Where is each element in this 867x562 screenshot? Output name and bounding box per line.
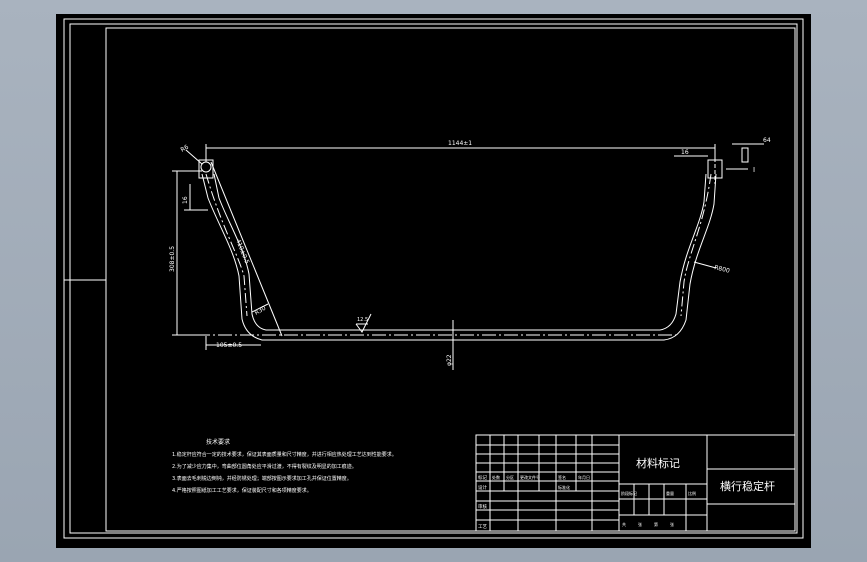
dim-end-offset: 16: [182, 196, 189, 204]
dim-lower-radius: R30: [254, 305, 268, 317]
inner-border: [69, 23, 798, 534]
bar-centerline-right: [680, 173, 712, 317]
title-block-part-name: 横行稳定杆: [720, 479, 775, 493]
dim-diagonal-line: [210, 161, 283, 337]
table-cell-sheet-no: 第: [654, 521, 658, 527]
table-cell-signature: 签名: [558, 474, 566, 480]
dim-pin-width: 64: [763, 137, 771, 144]
table-cell-zone: 分区: [506, 474, 514, 480]
right-end-block: [707, 159, 723, 179]
table-cell-scale: 比例: [688, 490, 696, 496]
title-block: [475, 434, 796, 532]
dim-bend-radius: R800: [714, 264, 731, 275]
table-cell-change-doc: 更改文件号: [520, 474, 540, 480]
dim-upper-radius: R6: [180, 144, 191, 154]
table-cell-sheets: 张: [638, 521, 642, 527]
dim-height: 308±0.5: [169, 246, 176, 272]
dim-lower-radius-leader: [251, 303, 269, 313]
left-end-eye: [200, 161, 212, 173]
title-block-material: 材料标记: [636, 456, 680, 470]
notes-heading: 技术要求: [206, 438, 230, 446]
table-row-process: 工艺: [478, 524, 487, 530]
dim-upper-radius-leader: [185, 149, 203, 165]
dim-rod-diameter: φ22: [446, 354, 453, 366]
table-cell-sheet: 张: [670, 521, 674, 527]
table-cell-total: 共: [622, 521, 626, 527]
table-cell-weight: 重量: [666, 490, 674, 496]
surface-finish-value: 12.5: [357, 317, 368, 323]
outer-border: [63, 18, 804, 539]
table-cell-stage: 阶段标记: [621, 490, 637, 496]
surface-finish-symbol: [355, 313, 372, 333]
note-line-3: 3.表面去毛刺锐边倒钝，并经防锈处理；端部按图示要求加工孔并保证位置精度。: [172, 475, 352, 482]
stabilizer-bar-outer: [201, 173, 717, 341]
table-cell-count: 处数: [492, 474, 500, 480]
bar-centerline-left: [205, 173, 248, 317]
drawing-canvas: 1144±1 16 64 I R6 308±0.5 16 410±: [63, 18, 804, 539]
table-cell-standard: 标准化: [558, 484, 570, 490]
table-cell-date: 年月日: [578, 474, 590, 480]
dim-bottom-width: 105±0.5: [216, 342, 242, 349]
note-line-2: 2.为了减少应力集中，弯曲部位圆角处应平滑过渡，不得有裂纹及明显的加工痕迹。: [172, 463, 357, 470]
table-row-mark: 标记: [478, 474, 487, 481]
drawing-sheet[interactable]: 1144±1 16 64 I R6 308±0.5 16 410±: [56, 14, 811, 548]
note-line-4: 4.严格按照图纸加工工艺要求，保证装配尺寸和各项精度要求。: [172, 487, 312, 494]
pin-detail: [741, 147, 749, 163]
dim-overall-length: 1144±1: [448, 140, 472, 147]
dim-bend-radius-leader: [693, 261, 717, 269]
section-marker: I: [753, 166, 755, 174]
stabilizer-bar-inner: [213, 173, 707, 331]
note-line-1: 1.稳定杆应符合一定的技术要求，保证其表面质量和尺寸精度，并进行相应热处理工艺达…: [172, 451, 397, 458]
dim-end-flat: 16: [681, 149, 689, 156]
table-row-review: 审核: [478, 503, 487, 510]
table-row-design: 设计: [478, 484, 487, 491]
